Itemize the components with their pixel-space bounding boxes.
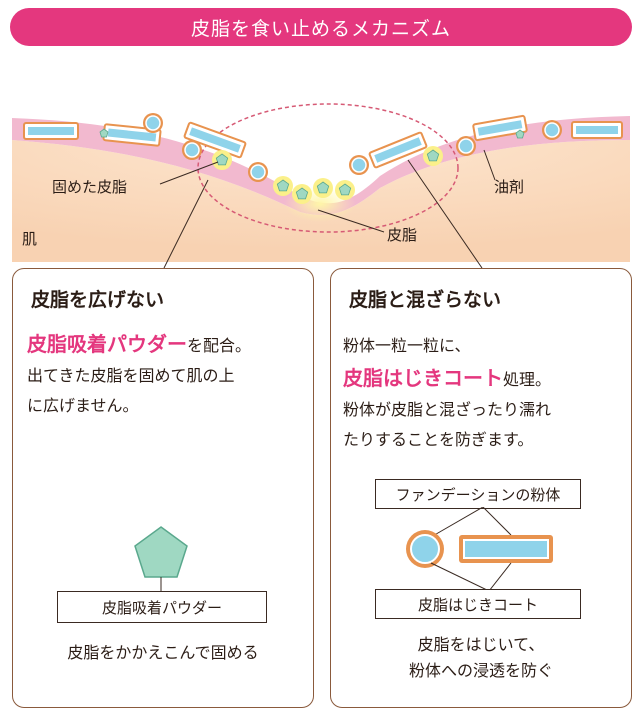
label-sebum: 皮脂 — [387, 226, 418, 244]
panel-text-line: 皮脂吸着パウダーを配合。 — [27, 332, 252, 356]
coated-sphere — [248, 162, 268, 182]
coated-sphere — [349, 155, 369, 175]
coated-rod — [23, 122, 79, 140]
adsorbent-powder — [99, 128, 109, 138]
coated-rod — [571, 121, 623, 139]
highlight-powder: 皮脂吸着パウダー — [27, 332, 187, 356]
panel-text-line: に広げません。 — [27, 396, 139, 415]
panel-text-line: たりすることを防ぎます。 — [343, 430, 534, 449]
leader-line — [407, 159, 483, 268]
powder-label-box: ファンデーションの粉体 — [375, 479, 581, 509]
coat-label-box: 皮脂はじきコート — [375, 589, 581, 619]
label-oil: 油剤 — [494, 178, 525, 196]
panel-title: 皮脂を広げない — [31, 289, 165, 311]
clumped-sebum-particle — [313, 178, 333, 198]
oil-layer — [12, 116, 630, 215]
panel-no-mixing: 皮脂と混ざらない 粉体一粒一粒に、 皮脂はじきコート処理。 粉体が皮脂と混ざった… — [330, 268, 632, 708]
focus-ellipse — [197, 103, 459, 233]
coated-sphere — [182, 140, 202, 160]
leader-line — [163, 179, 209, 268]
powder-label-box: 皮脂吸着パウダー — [57, 591, 267, 623]
leader-line — [483, 149, 496, 181]
coated-sphere — [456, 136, 476, 156]
title-banner: 皮脂を食い止めるメカニズム — [10, 8, 632, 46]
coated-rod — [368, 131, 428, 169]
clumped-sebum-particle — [273, 176, 293, 196]
panel-no-spread: 皮脂を広げない 皮脂吸着パウダーを配合。 出てきた皮脂を固めて肌の上 に広げませ… — [12, 268, 314, 708]
leader-line — [159, 161, 219, 185]
label-skin: 肌 — [22, 230, 38, 248]
left-caption: 皮脂をかかえこんで固める — [67, 643, 259, 662]
coated-rod — [472, 114, 528, 142]
leader-line — [317, 209, 385, 233]
panel-text-line: 粉体一粒一粒に、 — [343, 336, 471, 355]
skin-layer — [12, 140, 630, 262]
right-caption-line1: 皮脂をはじいて、 — [417, 635, 545, 654]
coated-sphere — [143, 113, 163, 133]
clumped-sebum-particle — [292, 184, 312, 204]
coated-rod — [183, 121, 247, 159]
powder-pentagon-icon — [134, 526, 188, 595]
right-caption-line2: 粉体への浸透を防ぐ — [408, 661, 553, 680]
label-solidified-sebum: 固めた皮脂 — [52, 178, 128, 196]
panel-title: 皮脂と混ざらない — [349, 289, 502, 311]
clumped-sebum-particle — [212, 150, 232, 170]
panel-text-line: 皮脂はじきコート処理。 — [343, 366, 552, 390]
panel-text-line: 粉体が皮脂と混ざったり濡れ — [343, 400, 552, 419]
title-text: 皮脂を食い止めるメカニズム — [190, 17, 451, 40]
clumped-sebum-particle — [423, 146, 443, 166]
highlight-coat: 皮脂はじきコート — [343, 366, 503, 390]
coated-sphere — [542, 120, 562, 140]
coated-particles-illustration — [406, 507, 553, 591]
skin-diagram — [12, 103, 630, 268]
clumped-sebum-particle — [335, 180, 355, 200]
panel-text-line: 出てきた皮脂を固めて肌の上 — [27, 366, 235, 385]
adsorbent-powder — [515, 129, 525, 139]
